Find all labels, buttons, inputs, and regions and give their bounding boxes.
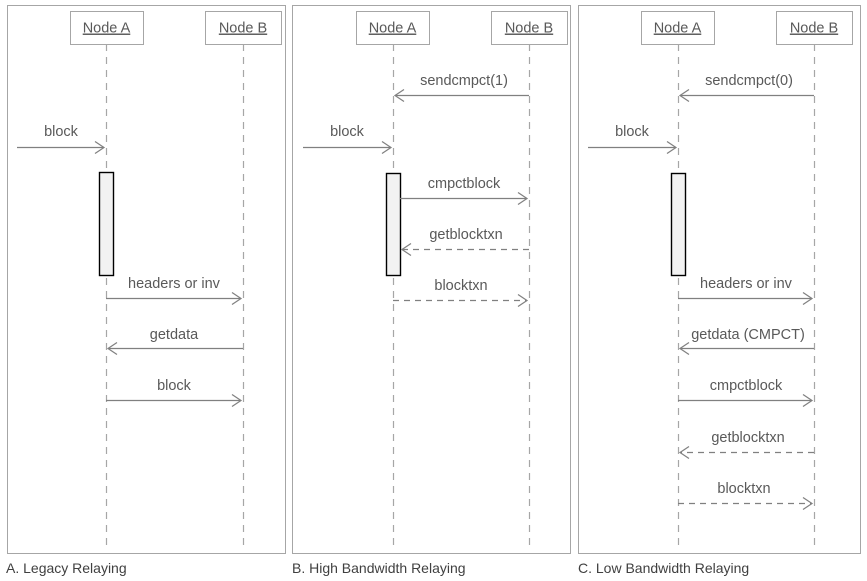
panel-caption-b: B. High Bandwidth Relaying (292, 560, 466, 576)
panel-caption-c: C. Low Bandwidth Relaying (578, 560, 749, 576)
message-label-getdata-cmpct: getdata (CMPCT) (691, 327, 805, 343)
arrowhead-blocktxn (517, 294, 529, 307)
message-c-getblocktxn: getblocktxn (678, 430, 814, 459)
message-label-block: block (330, 124, 365, 140)
message-c-block: block (588, 124, 678, 154)
message-b-getblocktxn: getblocktxn (400, 227, 529, 256)
message-b-cmpctblock: cmpctblock (400, 176, 529, 205)
node-label-node-b: Node B (505, 21, 553, 37)
message-a-block: block (106, 378, 243, 407)
node-box-node-a[interactable] (641, 11, 715, 45)
arrowhead-headers-or-inv (802, 292, 814, 305)
message-label-cmpctblock: cmpctblock (428, 176, 501, 192)
node-label-node-b: Node B (219, 21, 267, 37)
arrowhead-headers-or-inv (231, 292, 243, 305)
arrowhead-getblocktxn (400, 243, 412, 256)
arrowhead-cmpctblock (517, 192, 529, 205)
message-label-block: block (44, 124, 79, 140)
panel-c: Node A Node B sendcmpct(0) block headers or … (578, 5, 861, 576)
message-a-block: block (17, 124, 106, 154)
panel-frame-a (7, 5, 286, 554)
message-label-blocktxn: blocktxn (434, 278, 487, 294)
message-b-sendcmpct-1: sendcmpct(1) (393, 73, 529, 102)
message-label-blocktxn: blocktxn (717, 481, 770, 497)
arrowhead-blocktxn (802, 497, 814, 510)
arrowhead-getblocktxn (678, 446, 690, 459)
arrowhead-block (381, 141, 393, 154)
message-c-cmpctblock: cmpctblock (678, 378, 814, 407)
message-c-sendcmpct-0: sendcmpct(0) (678, 73, 814, 102)
activation-bar-a-1 (98, 171, 115, 277)
node-label-node-a: Node A (654, 21, 702, 37)
panel-frame-c (578, 5, 861, 554)
arrowhead-getdata-cmpct (678, 342, 690, 355)
message-label-block: block (615, 124, 650, 140)
arrowhead-sendcmpct-1 (393, 89, 405, 102)
arrowhead-block (231, 394, 243, 407)
arrowhead-block (666, 141, 678, 154)
arrowhead-cmpctblock (802, 394, 814, 407)
panel-group: Node A Node B block headers or inv getdata bl… (6, 5, 861, 576)
node-label-node-b: Node B (790, 21, 838, 37)
arrowhead-block (94, 141, 106, 154)
message-label-cmpctblock: cmpctblock (710, 378, 783, 394)
message-label-getblocktxn: getblocktxn (711, 430, 784, 446)
message-label-headers-or-inv: headers or inv (700, 276, 793, 292)
message-c-getdata-cmpct: getdata (CMPCT) (678, 327, 814, 355)
message-label-getblocktxn: getblocktxn (429, 227, 502, 243)
message-b-block: block (303, 124, 393, 154)
message-c-headers-or-inv: headers or inv (678, 276, 814, 305)
panel-caption-a: A. Legacy Relaying (6, 560, 127, 576)
node-box-node-b[interactable] (205, 11, 282, 45)
node-label-node-a: Node A (83, 21, 131, 37)
panel-a: Node A Node B block headers or inv getdata bl… (6, 5, 286, 576)
node-label-node-a: Node A (369, 21, 417, 37)
message-a-getdata: getdata (106, 327, 243, 355)
message-c-blocktxn: blocktxn (678, 481, 814, 510)
activation-bar-b-1 (385, 172, 402, 277)
message-label-block: block (157, 378, 192, 394)
node-box-node-a[interactable] (356, 11, 430, 45)
arrowhead-sendcmpct-0 (678, 89, 690, 102)
arrowhead-getdata (106, 342, 118, 355)
activation-bar-c-1 (670, 172, 687, 277)
node-box-node-b[interactable] (776, 11, 853, 45)
message-label-getdata: getdata (150, 327, 199, 343)
node-box-node-b[interactable] (491, 11, 568, 45)
message-b-blocktxn: blocktxn (393, 278, 529, 307)
message-label-sendcmpct-1: sendcmpct(1) (420, 73, 508, 89)
panel-b: Node A Node B sendcmpct(1) block cmpctblock g… (292, 5, 571, 576)
message-label-sendcmpct-0: sendcmpct(0) (705, 73, 793, 89)
panel-frame-b (292, 5, 571, 554)
message-label-headers-or-inv: headers or inv (128, 276, 221, 292)
message-a-headers-or-inv: headers or inv (106, 276, 243, 305)
node-box-node-a[interactable] (70, 11, 144, 45)
